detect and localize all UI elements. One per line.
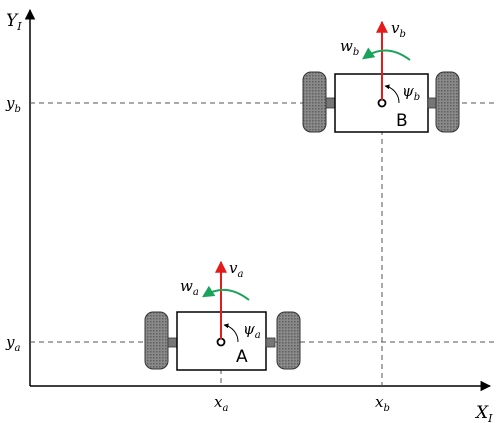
robot-b: B ψb vb wb	[302, 19, 460, 133]
robot-a-wheel-right	[276, 311, 301, 370]
robot-a-label: A	[236, 347, 248, 367]
robot-a-axle-right	[265, 337, 276, 348]
robot-a-angular-label: wa	[180, 277, 199, 298]
tick-label-y-a: ya	[5, 333, 20, 354]
robot-a-axle-left	[167, 337, 178, 348]
robot-b-wheel-right	[435, 71, 460, 133]
robot-a-wheel-left	[144, 311, 169, 370]
x-axis-label: XI	[474, 403, 493, 423]
robot-a: A ψa va wa	[144, 259, 301, 371]
y-axis-label: YI	[6, 11, 22, 33]
robot-b-axle-left	[325, 97, 336, 109]
robot-b-angular-label: wb	[340, 37, 359, 58]
robot-b-angular-arrow	[362, 47, 411, 61]
robot-a-heading-arc	[223, 323, 239, 343]
robot-a-velocity-label: va	[229, 259, 243, 280]
tick-label-x-b: xb	[375, 393, 390, 414]
robot-b-heading-label: ψb	[402, 82, 420, 103]
axes	[24, 8, 492, 392]
robot-b-label: B	[396, 111, 408, 131]
tick-label-x-a: xa	[214, 393, 228, 414]
robot-a-center-point	[216, 337, 226, 347]
robot-b-wheel-left	[302, 71, 327, 133]
robot-b-center-point	[377, 98, 387, 108]
robot-b-velocity-label: vb	[391, 19, 406, 40]
robot-a-angular-arrow	[201, 285, 250, 301]
robot-b-heading-arc	[384, 84, 400, 104]
robot-a-heading-label: ψa	[243, 320, 261, 341]
tick-label-y-b: yb	[5, 94, 21, 115]
